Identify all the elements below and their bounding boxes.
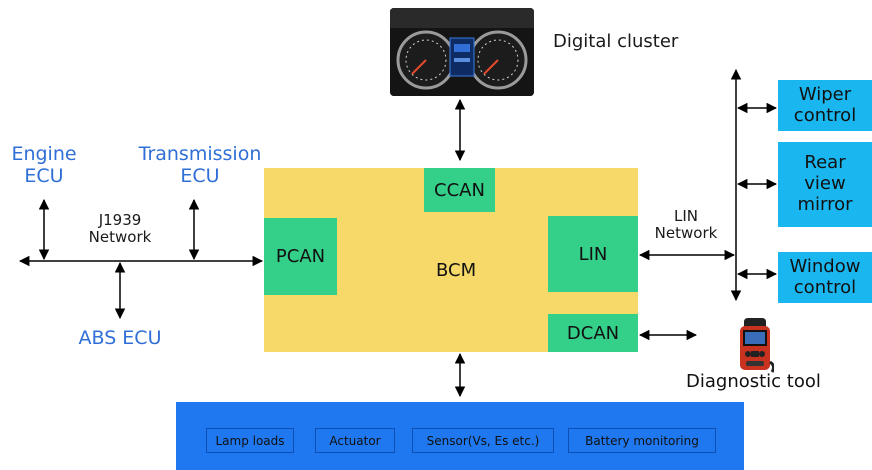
peripheral-bar: Lamp loads Actuator Sensor(Vs, Es etc.) …: [176, 402, 744, 470]
j1939-network-label: J1939 Network: [88, 211, 152, 247]
battery-monitoring-chip: Battery monitoring: [568, 428, 716, 453]
transmission-ecu-label: Transmission ECU: [138, 143, 262, 187]
dcan-port: DCAN: [548, 314, 638, 352]
bcm-title: BCM: [436, 260, 477, 281]
lamp-loads-chip: Lamp loads: [206, 428, 294, 453]
abs-ecu-label: ABS ECU: [78, 327, 162, 349]
bcm-block: CCAN PCAN LIN DCAN BCM: [264, 168, 638, 352]
digital-cluster-label: Digital cluster: [553, 31, 679, 52]
wiper-control-box: Wiper control: [778, 80, 872, 131]
window-control-box: Window control: [778, 252, 872, 303]
lin-network-label: LIN Network: [654, 207, 718, 243]
actuator-chip: Actuator: [315, 428, 395, 453]
engine-ecu-label: Engine ECU: [11, 143, 77, 187]
sensor-chip: Sensor(Vs, Es etc.): [412, 428, 554, 453]
pcan-port: PCAN: [264, 218, 337, 295]
diagnostic-tool-label: Diagnostic tool: [686, 371, 821, 392]
rear-view-mirror-box: Rear view mirror: [778, 142, 872, 227]
ccan-port: CCAN: [424, 168, 495, 212]
digital-cluster-image: [390, 8, 534, 96]
diagnostic-tool-image: [736, 318, 776, 374]
lin-port: LIN: [548, 216, 638, 292]
